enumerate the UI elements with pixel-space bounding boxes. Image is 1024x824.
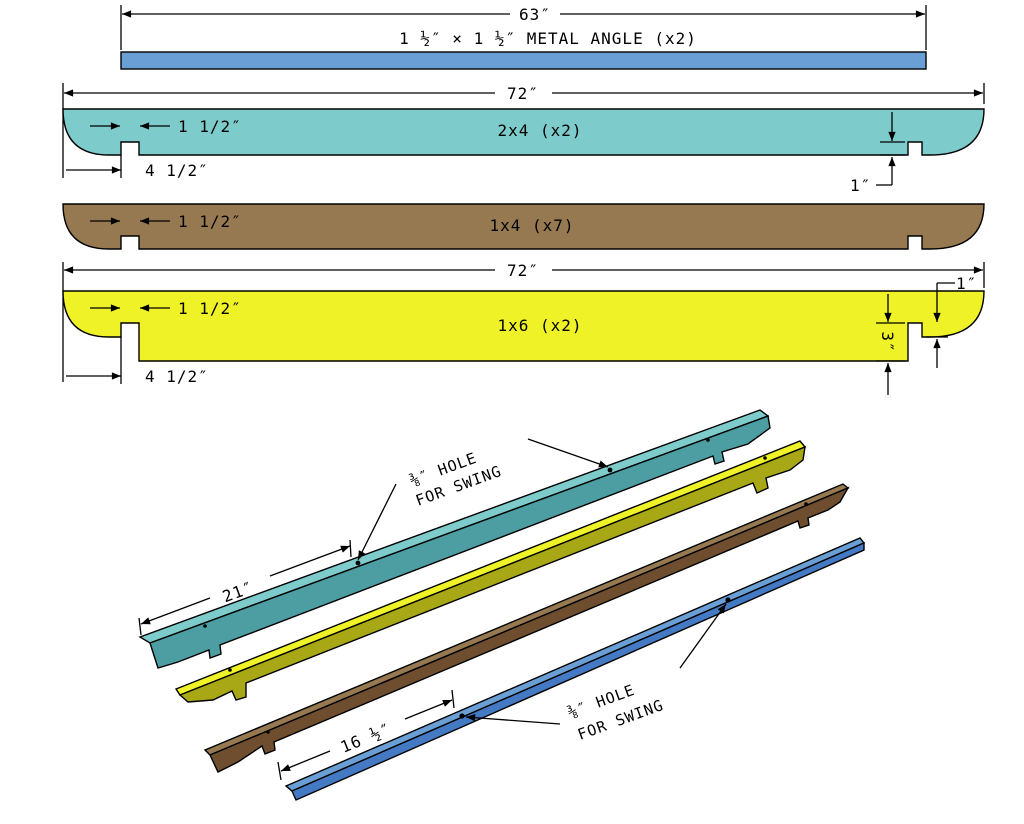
isometric-view: 21″ ⅜″ HOLE FOR SWING 16 ½″ ⅜″ HOLE FOR … — [138, 409, 866, 801]
iso-two-by-four — [138, 409, 771, 669]
iso-hole-marker — [203, 624, 207, 628]
one-by-six-notch-width: 1 1/2″ — [178, 299, 242, 318]
metal-angle-label: 1 ½″ × 1 ½″ METAL ANGLE (x2) — [399, 29, 697, 48]
leader-arrow — [527, 438, 609, 468]
dimension-arrow — [404, 699, 453, 720]
extension-line — [277, 761, 282, 781]
iso-hole-marker — [706, 438, 710, 442]
one-by-four-label: 1x4 (x7) — [489, 216, 574, 235]
iso-brown-front-face — [209, 486, 850, 773]
iso-hole-marker — [804, 502, 808, 506]
iso-one-by-six — [174, 440, 807, 703]
leader-arrow — [357, 483, 397, 561]
extension-line — [349, 539, 352, 558]
two-by-four-notch-depth: 1″ — [850, 176, 871, 195]
two-by-four-part: 72″ 2x4 (x2) 1 1/2″ 4 1/2″ 1″ — [62, 83, 985, 195]
dimension-arrow — [280, 750, 331, 772]
leader-arrow — [465, 714, 561, 725]
one-by-six-length-dim: 72″ — [507, 261, 539, 280]
iso-teal-front-face — [149, 415, 771, 669]
dimension-arrow — [140, 597, 211, 625]
iso-teal-top-face — [138, 409, 770, 644]
one-by-six-large-notch-depth: 3″ — [878, 331, 897, 352]
leader-arrow — [679, 603, 727, 669]
iso-hole-marker — [725, 597, 731, 603]
two-by-four-label: 2x4 (x2) — [497, 121, 582, 140]
iso-hole-marker — [459, 713, 465, 719]
iso-hole-marker — [266, 730, 270, 734]
one-by-six-label: 1x6 (x2) — [497, 316, 582, 335]
iso-yellow-front-face — [178, 445, 806, 703]
iso-hole-marker — [228, 668, 232, 672]
iso-one-by-four — [203, 483, 850, 773]
metal-angle-part: 63″ 1 ½″ × 1 ½″ METAL ANGLE (x2) — [120, 5, 927, 70]
one-by-four-part: 1x4 (x7) 1 1/2″ — [62, 203, 985, 250]
one-by-six-board — [62, 290, 985, 362]
one-by-four-notch-width: 1 1/2″ — [178, 212, 242, 231]
extension-line — [138, 617, 142, 636]
iso-hole-marker — [763, 456, 767, 460]
extension-line — [451, 689, 455, 709]
one-by-six-part: 72″ 1x6 (x2) 1 1/2″ 4 1/2″ 3″ 1″ — [62, 261, 985, 395]
two-by-four-notch-offset: 4 1/2″ — [145, 161, 209, 180]
metal-angle-length-dim: 63″ — [519, 5, 551, 24]
one-by-six-notch-offset: 4 1/2″ — [145, 367, 209, 386]
two-by-four-board — [62, 108, 985, 156]
metal-angle-bar — [120, 51, 927, 70]
dimension-arrow — [269, 545, 351, 577]
one-by-four-board — [62, 203, 985, 250]
two-by-four-notch-width: 1 1/2″ — [178, 117, 242, 136]
iso-hole-marker — [607, 467, 613, 473]
one-by-six-small-notch-depth: 1″ — [956, 274, 977, 293]
two-by-four-length-dim: 72″ — [507, 84, 539, 103]
iso-hole-marker — [355, 560, 361, 566]
